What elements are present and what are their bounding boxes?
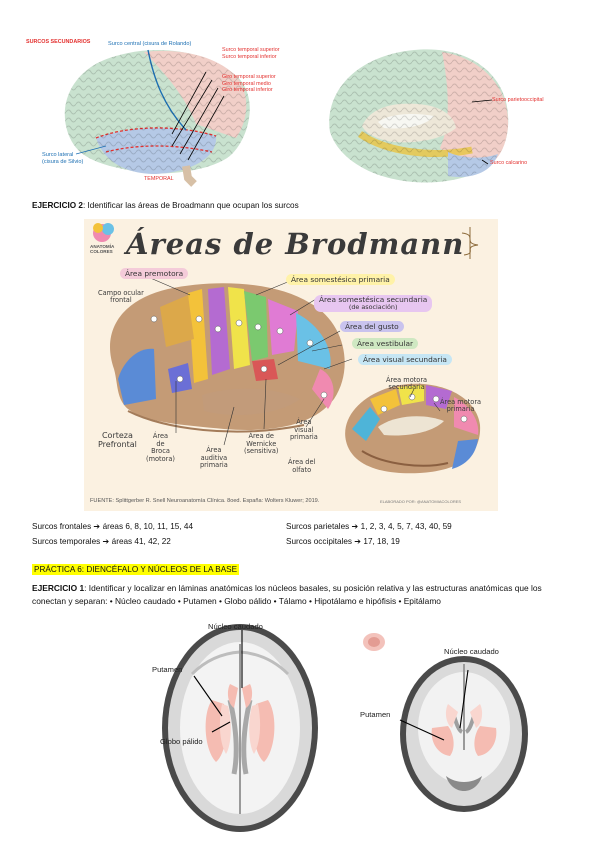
poster-logo-text: ANATOMÍA COLORES [90,244,114,254]
secondary-sulci-title: SURCOS SECUNDARIOS [26,39,91,45]
lateral-brain-illustration [64,49,250,187]
corteza-prefrontal-line1: Corteza [101,431,133,440]
campo-ocular-line1: Campo ocular [98,289,144,297]
poster-credit: ELABORADO POR: @ANATOMIACOLORES [380,499,462,504]
poster-title: Áreas de Brodmann [126,227,465,261]
logo-text-line2: COLORES [90,249,113,254]
label-visual-primaria: Área visual primaria [290,418,318,442]
coronal-putamen-label: Putamen [360,710,391,719]
label-area-vestibular: Área vestibular [352,338,419,349]
auditiva-line2: auditiva [200,453,228,462]
wernicke-line2: Wernicke [246,439,277,448]
coronal-mri-figure [360,630,530,836]
middle-temporal-gyrus-label: Giro temporal medio [222,80,271,87]
motora-secundaria-line1: Área motora [386,376,428,384]
superior-temporal-gyrus-label: Giro temporal superior [222,74,276,80]
somestesica-secundaria-line2: (de asociación) [348,302,398,311]
sulci-temporales: Surcos temporales ➔ áreas 41, 42, 22 [32,537,171,546]
broca-line4: (motora) [146,454,175,463]
wernicke-line3: (sensitiva) [244,447,279,456]
auditiva-line1: Área [206,446,222,454]
label-motora-secundaria: Área motora secundaria [386,376,428,392]
olfato-line2: olfato [292,465,312,474]
axial-caudate-label: Núcleo caudado [208,622,263,631]
label-area-auditiva: Área auditiva primaria [200,446,228,470]
brodmann-logo [93,223,114,242]
medial-brain-figure [322,42,522,190]
label-somestesica-secundaria: Área somestésica secundaria (de asociaci… [314,295,433,313]
exercise1-text: : Identificar y localizar en láminas ana… [32,583,542,606]
visual-primaria-line1: Área [296,418,312,426]
superior-temporal-sulcus-label: Surco temporal superior [222,47,280,53]
label-area-wernicke: Área de Wernicke (sensitiva) [244,432,279,456]
lateral-sulcus-label: Surco lateral (cisura de Silvio) [42,152,83,165]
auditiva-line3: primaria [200,461,228,470]
corteza-prefrontal-line2: Prefrontal [98,440,137,449]
motora-primaria-line2: primaria [446,405,475,414]
exercise2-text: : Identificar las áreas de Broadmann que… [82,201,299,210]
motora-primaria-line1: Área motora [440,398,482,406]
olfato-line1: Área del [288,458,316,466]
label-area-gusto: Área del gusto [340,321,404,332]
central-sulcus-label: Surco central (cisura de Rolando) [108,41,192,47]
practice6-heading: PRÁCTICA 6: DIENCÉFALO Y NÚCLEOS DE LA B… [32,564,240,575]
temporal-sulci-labels: Surco temporal superior Surco temporal i… [222,47,280,60]
exercise2-line: EJERCICIO 2: Identificar las áreas de Br… [32,200,299,211]
visual-primaria-line2: visual [294,425,314,434]
visual-primaria-line3: primaria [290,433,318,442]
label-campo-ocular: Campo ocular frontal [98,289,144,305]
label-area-olfato: Área del olfato [288,458,316,474]
practice6-exercise1: EJERCICIO 1: Identificar y localizar en … [32,582,562,607]
lateral-sulcus-label-line1: Surco lateral [42,152,74,158]
parieto-occipital-sulcus-label: Surco parietooccipital [492,97,544,103]
sulci-parietales: Surcos parietales ➔ 1, 2, 3, 4, 5, 7, 43… [286,522,452,531]
sulci-occipitales: Surcos occipitales ➔ 17, 18, 19 [286,537,400,546]
sulci-frontales: Surcos frontales ➔ áreas 6, 8, 10, 11, 1… [32,522,193,531]
label-motora-primaria: Área motora primaria [440,398,482,414]
label-area-premotora: Área premotora [120,268,189,279]
axial-globus-label: Globo pálido [160,737,203,746]
exercise2-label: EJERCICIO 2 [32,201,83,210]
motora-secundaria-line2: secundaria [388,383,425,392]
somestesica-secundaria-line1: Área somestésica secundaria [319,295,428,304]
coronal-caudate-label: Núcleo caudado [444,647,499,656]
broca-line1: Área [152,432,169,440]
axial-mri-illustration [162,624,318,832]
brodmann-brain-illustrations [93,223,481,474]
coronal-thumbnail-icon [363,633,385,651]
coronal-mri-illustration [363,633,528,812]
label-area-broca: Área de Broca (motora) [146,432,175,463]
poster-source: FUENTE: Splittgerber R. Snell Neuroanato… [90,498,320,504]
axial-mri-figure [152,604,322,836]
medial-brain-illustration [329,49,509,183]
exercise1-label: EJERCICIO 1 [32,583,85,593]
campo-ocular-line2: frontal [110,296,132,305]
inferior-temporal-sulcus-label: Surco temporal inferior [222,53,277,60]
brodmann-poster: Áreas de Brodmann ANATOMÍA COLORES Área … [84,219,498,511]
broca-line3: Broca [151,447,170,456]
label-somestesica-primaria: Área somestésica primaria [286,274,395,285]
broca-line2: de [156,439,165,448]
label-visual-secundaria: Área visual secundaria [358,354,452,365]
logo-text-line1: ANATOMÍA [90,244,115,249]
lateral-sulcus-label-line2: (cisura de Silvio) [42,158,84,165]
temporal-gyri-labels: Giro temporal superior Giro temporal med… [222,74,276,94]
wernicke-line1: Área de [248,432,274,440]
inferior-temporal-gyrus-label: Giro temporal inferior [222,87,273,94]
label-corteza-prefrontal: Corteza Prefrontal [98,431,137,449]
axial-putamen-label: Putamen [152,665,183,674]
temporal-lobe-label: TEMPORAL [144,176,174,182]
lateral-brain-figure [36,28,298,188]
calcarine-sulcus-label: Surco calcarino [490,160,528,166]
